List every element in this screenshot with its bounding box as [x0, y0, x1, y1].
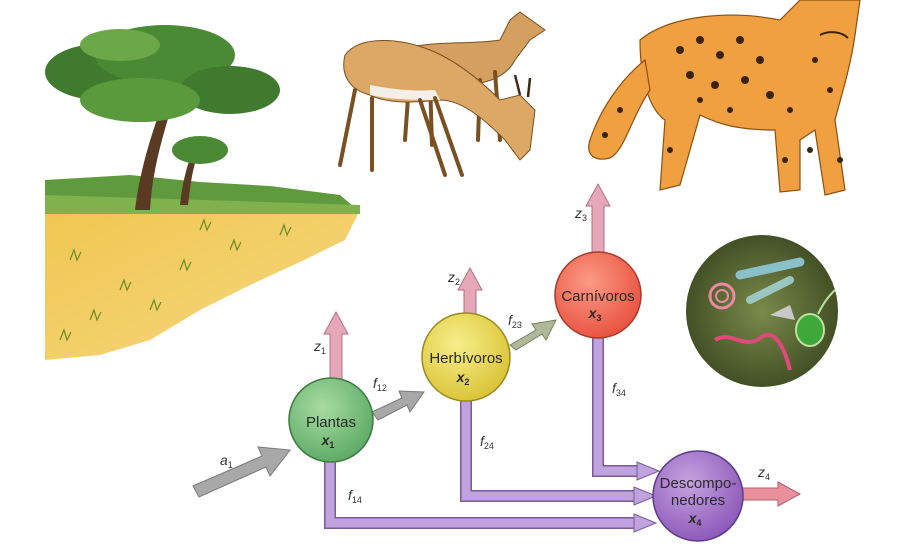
node-carnivoros: Carnívoros x3: [555, 252, 641, 338]
label-f14-sub: 14: [352, 495, 362, 505]
node-plantas: Plantas x1: [289, 378, 373, 462]
z3-arrow: [586, 184, 610, 252]
node-plantas-name: Plantas: [306, 414, 356, 431]
input-arrow-a1: [193, 447, 290, 497]
z2-arrow: [458, 268, 482, 320]
node-descomponedores-line1: Descompo-: [660, 475, 737, 492]
label-z2-sub: 2: [455, 277, 460, 287]
label-z1: z1: [313, 338, 326, 356]
label-f12-sub: 12: [377, 383, 387, 393]
label-z4-sym: z: [757, 464, 765, 480]
f34-arrow: [598, 336, 659, 480]
label-z4: z4: [757, 464, 770, 482]
label-f34: f34: [612, 380, 626, 398]
label-z3-sym: z: [574, 205, 582, 221]
node-herbivoros-name: Herbívoros: [429, 350, 502, 367]
node-descomponedores: Descompo- nedores x4: [653, 451, 743, 541]
label-f24: f24: [480, 433, 494, 451]
label-z1-sub: 1: [321, 346, 326, 356]
node-descomponedores-sub: 4: [696, 518, 701, 528]
label-f14: f14: [348, 487, 362, 505]
node-descomponedores-line2: nedores: [671, 492, 725, 509]
label-z1-sym: z: [313, 338, 321, 354]
z1-arrow: [324, 312, 348, 383]
label-z3: z3: [574, 205, 587, 223]
gazelles-illustration: [340, 12, 545, 175]
label-z2-sym: z: [447, 269, 455, 285]
label-z3-sub: 3: [582, 213, 587, 223]
microorganisms-illustration: [686, 235, 838, 387]
f12-arrow: [372, 391, 424, 420]
node-herbivoros-sub: 2: [464, 377, 469, 387]
label-a1: a1: [220, 452, 233, 470]
node-herbivoros: Herbívoros x2: [422, 313, 510, 401]
label-f23-sub: 23: [512, 320, 522, 330]
node-carnivoros-sub: 3: [596, 313, 601, 323]
label-a1-sym: a: [220, 452, 228, 468]
label-a1-sub: 1: [228, 460, 233, 470]
leopard-illustration: [589, 0, 860, 195]
node-carnivoros-name: Carnívoros: [561, 288, 634, 305]
label-z2: z2: [447, 269, 460, 287]
label-f24-sub: 24: [484, 441, 494, 451]
label-f34-sub: 34: [616, 388, 626, 398]
node-plantas-sub: 1: [329, 440, 334, 450]
label-f23: f23: [508, 312, 522, 330]
z4-arrow: [735, 482, 800, 506]
label-f12: f12: [373, 375, 387, 393]
label-z4-sub: 4: [765, 472, 770, 482]
f24-arrow: [466, 398, 656, 505]
savanna-illustration: [45, 25, 360, 360]
